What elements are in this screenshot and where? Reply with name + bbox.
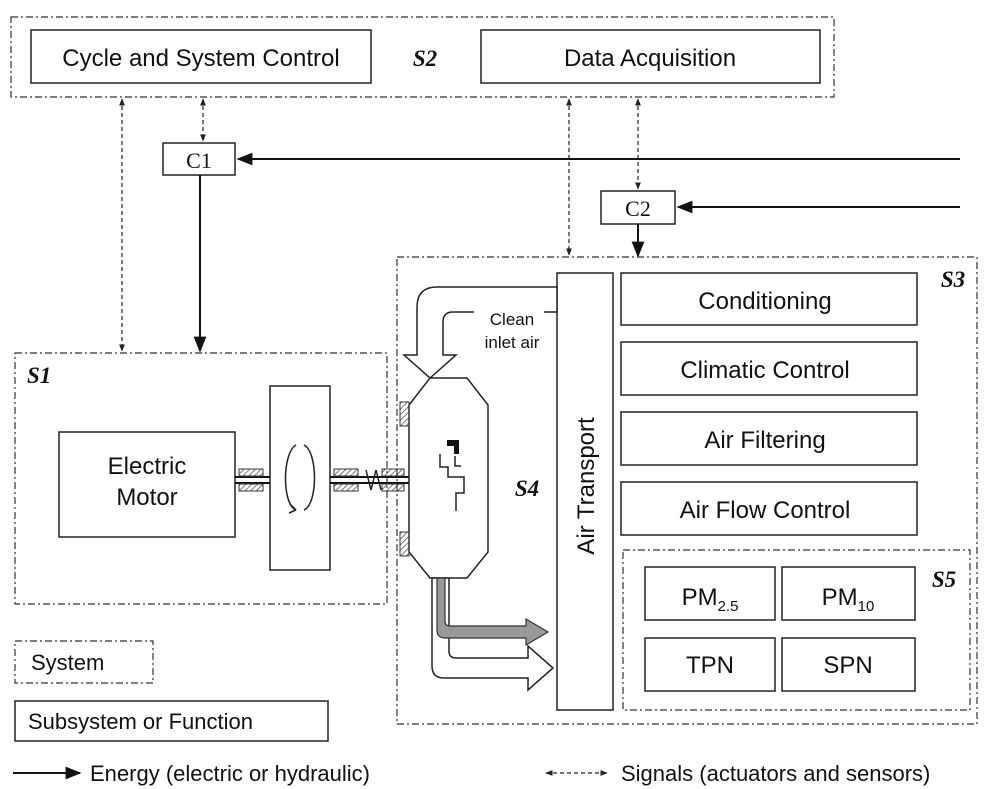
legend-system-label: System — [31, 650, 104, 675]
legend-subsystem: Subsystem or Function — [14, 700, 329, 742]
data-acquisition-block: Data Acquisition — [480, 29, 821, 84]
converter-c1: C1 — [162, 142, 236, 176]
air-filtering-block: Air Filtering — [620, 411, 918, 466]
outlet-air-arrow — [431, 577, 555, 692]
system-s5: S5 PM2.5 PM10 TPN SPN — [622, 549, 971, 711]
data-acquisition-label: Data Acquisition — [564, 45, 736, 72]
s4-label: S4 — [515, 476, 539, 501]
motor-label-line2: Motor — [116, 484, 177, 511]
c1-label: C1 — [186, 148, 212, 173]
s1-label: S1 — [27, 363, 51, 388]
system-s3: S3 Air Transport Conditioning Climatic C… — [396, 256, 978, 725]
compressor-housing — [408, 377, 489, 579]
spn-label: SPN — [823, 652, 872, 679]
legend-subsystem-label: Subsystem or Function — [28, 709, 253, 734]
air-transport-label: Air Transport — [573, 417, 600, 555]
legend-system: System — [14, 640, 154, 684]
system-s4: Clean inlet air S4 — [399, 286, 558, 692]
c2-label: C2 — [625, 196, 651, 221]
air-filtering-label: Air Filtering — [704, 427, 825, 454]
electric-motor-block: Electric Motor — [58, 431, 236, 538]
system-s2: Cycle and System Control S2 Data Acquisi… — [10, 16, 835, 98]
pm25-label: PM2.5 — [682, 584, 739, 615]
conditioning-block: Conditioning — [620, 272, 918, 326]
climatic-control-label: Climatic Control — [680, 357, 849, 384]
clean-air-label-line1: Clean — [490, 310, 534, 329]
air-transport-block: Air Transport — [556, 272, 614, 711]
pm10-label: PM10 — [822, 584, 875, 615]
legend-signals: Signals (actuators and sensors) — [545, 761, 930, 786]
spn-block: SPN — [781, 637, 916, 692]
s3-label: S3 — [941, 267, 965, 292]
s5-label: S5 — [932, 567, 956, 592]
impeller-icon — [447, 440, 459, 454]
legend-signals-label: Signals (actuators and sensors) — [621, 761, 930, 786]
legend-energy: Energy (electric or hydraulic) — [13, 761, 370, 786]
climatic-control-block: Climatic Control — [620, 341, 918, 396]
tpn-block: TPN — [644, 637, 776, 692]
converter-c2: C2 — [600, 190, 676, 225]
air-flow-control-label: Air Flow Control — [680, 497, 851, 524]
gearbox-block — [269, 385, 331, 571]
pm10-block: PM10 — [781, 566, 916, 621]
tpn-label: TPN — [686, 652, 734, 679]
connections — [119, 98, 960, 353]
clean-air-label-line2: inlet air — [485, 333, 540, 352]
shaft-coupling — [235, 385, 410, 571]
air-flow-control-block: Air Flow Control — [620, 481, 918, 536]
s2-label: S2 — [413, 46, 437, 71]
legend: System Subsystem or Function Energy (ele… — [13, 640, 930, 786]
conditioning-label: Conditioning — [698, 288, 831, 315]
system-s1: S1 Electric Motor — [14, 352, 410, 605]
pm25-block: PM2.5 — [644, 566, 776, 621]
cycle-control-label: Cycle and System Control — [62, 45, 339, 72]
cycle-control-block: Cycle and System Control — [30, 29, 372, 84]
legend-energy-label: Energy (electric or hydraulic) — [90, 761, 370, 786]
spring-icon — [365, 469, 382, 491]
gray-outlet-arrow — [436, 577, 550, 647]
motor-label-line1: Electric — [108, 453, 187, 480]
